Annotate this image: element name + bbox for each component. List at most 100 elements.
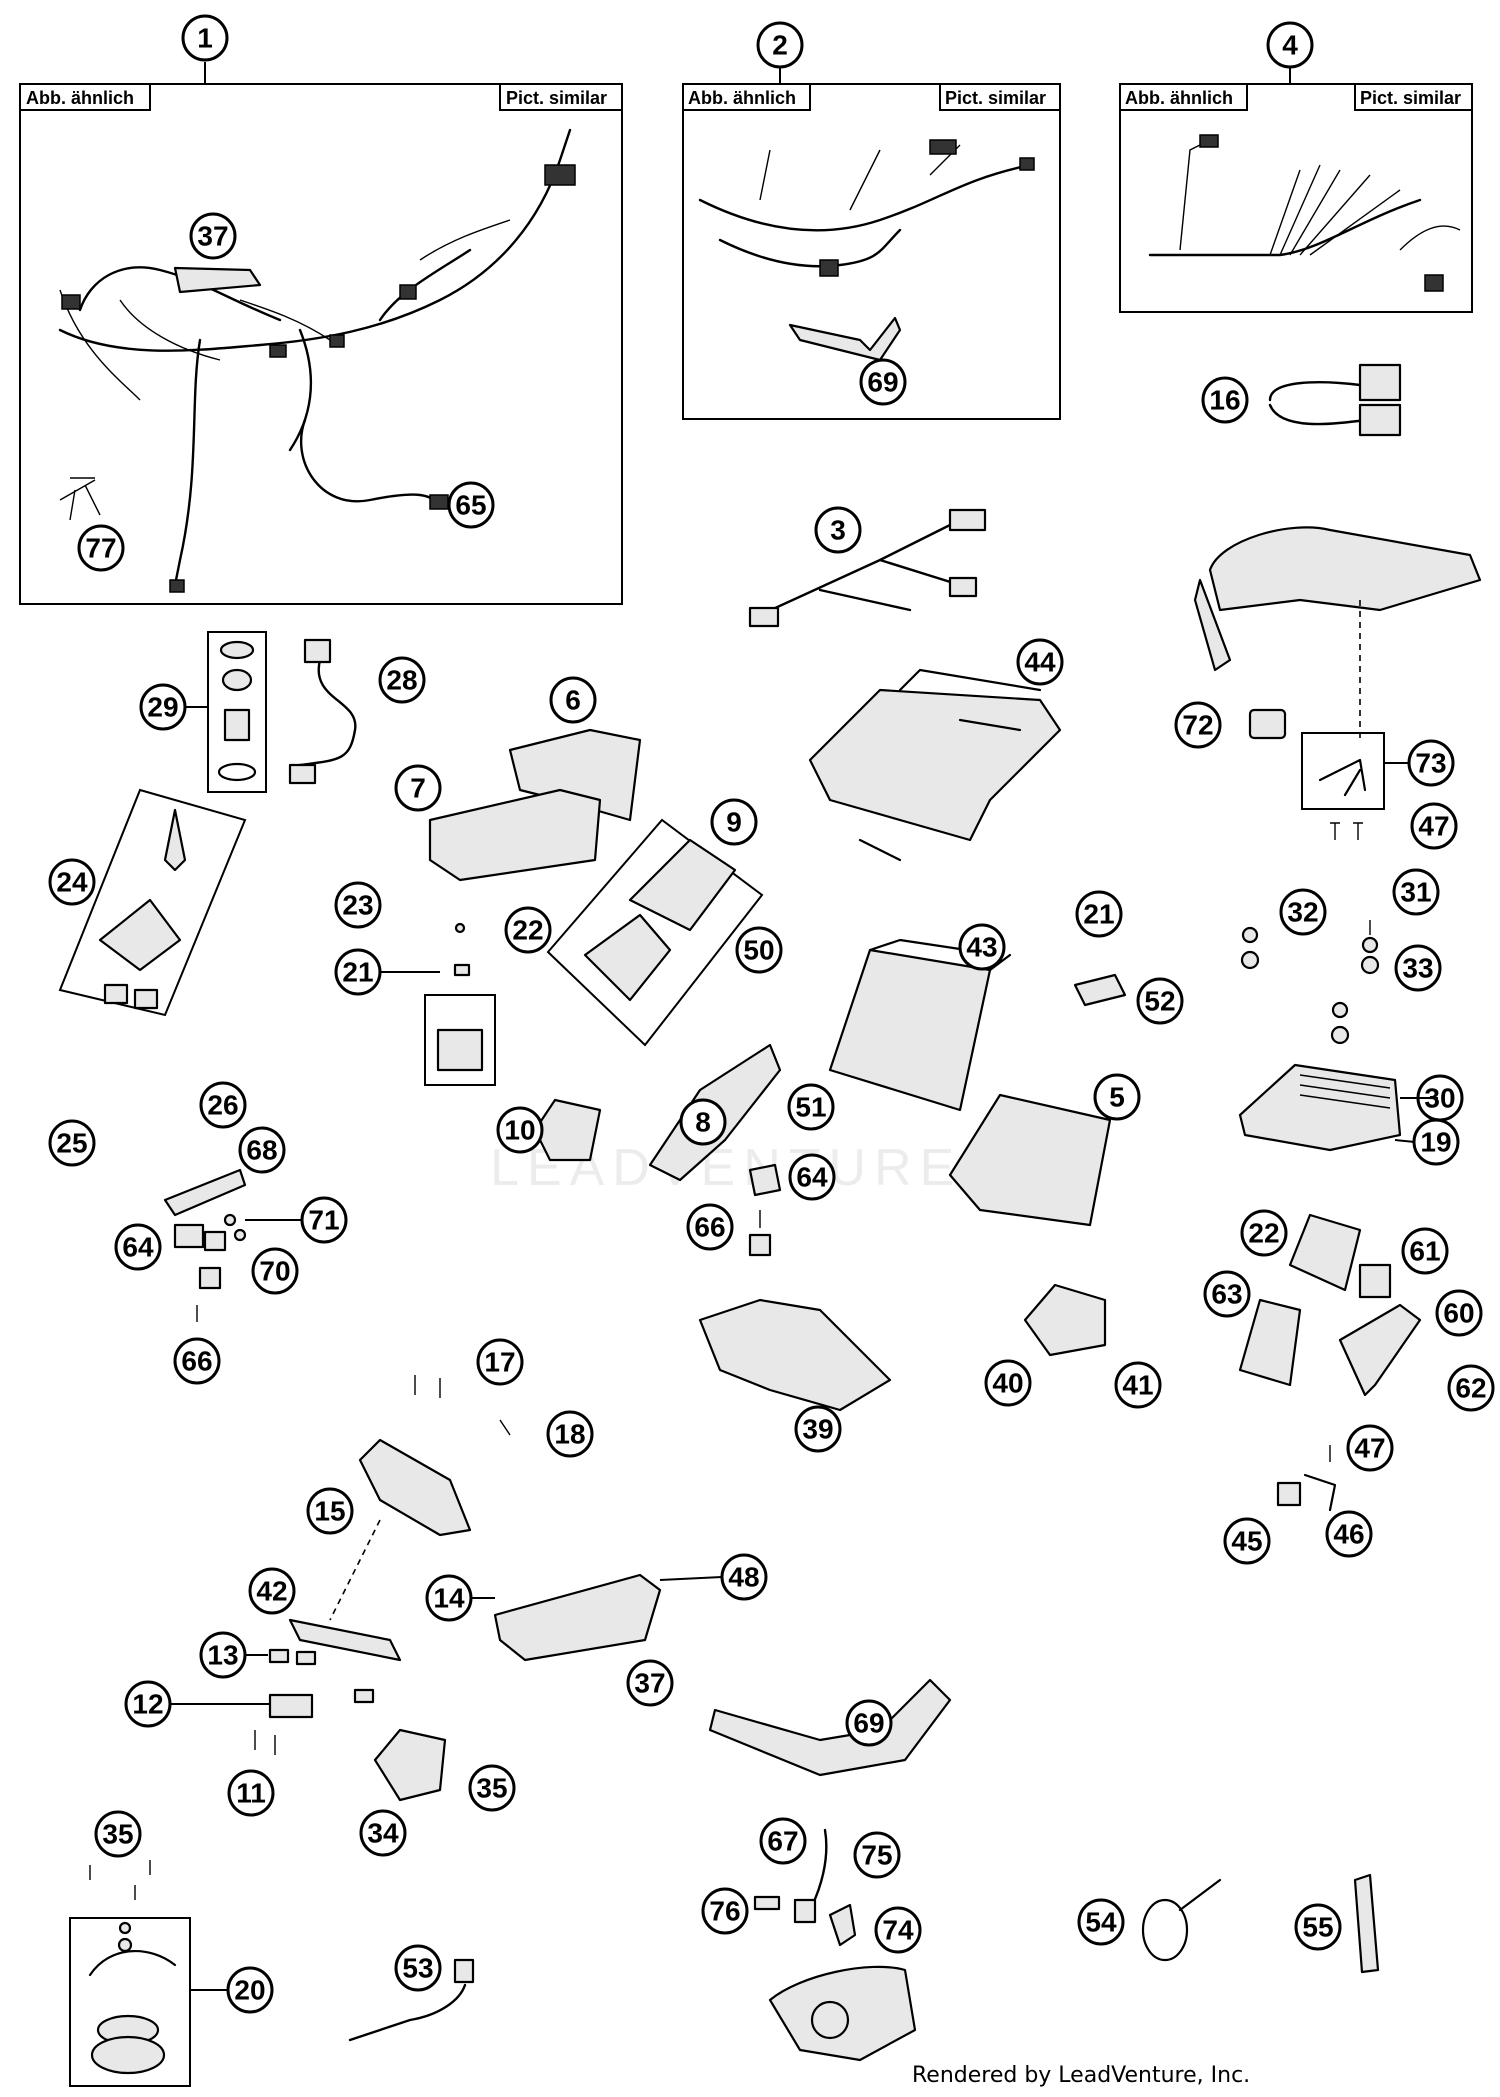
callout-12[interactable]: 12	[124, 1680, 172, 1728]
box4-label-right: Pict. similar	[1360, 88, 1461, 108]
callout-15[interactable]: 15	[306, 1487, 354, 1535]
callout-25[interactable]: 25	[48, 1119, 96, 1167]
callout-5-label: 5	[1109, 1082, 1125, 1113]
callout-43[interactable]: 43	[958, 923, 1006, 971]
callout-29[interactable]: 29	[139, 683, 187, 731]
callout-24[interactable]: 24	[48, 858, 96, 906]
callout-7[interactable]: 7	[394, 764, 442, 812]
callout-23[interactable]: 23	[334, 881, 382, 929]
callout-35-left[interactable]: 35	[94, 1810, 142, 1858]
callout-10[interactable]: 10	[496, 1106, 544, 1154]
credit-text: Rendered by LeadVenture, Inc.	[912, 2063, 1250, 2088]
callout-60-label: 60	[1443, 1298, 1474, 1329]
callout-44[interactable]: 44	[1016, 638, 1064, 686]
callout-71[interactable]: 71	[300, 1196, 348, 1244]
callout-2-label: 2	[772, 30, 788, 61]
callout-29-label: 29	[147, 692, 178, 723]
callout-48[interactable]: 48	[720, 1553, 768, 1601]
callout-76[interactable]: 76	[701, 1887, 749, 1935]
callout-26[interactable]: 26	[199, 1081, 247, 1129]
callout-68[interactable]: 68	[238, 1126, 286, 1174]
callout-22-right[interactable]: 22	[1240, 1209, 1288, 1257]
callout-19[interactable]: 19	[1412, 1118, 1460, 1166]
callout-21-right[interactable]: 21	[1075, 890, 1123, 938]
callout-8[interactable]: 8	[679, 1098, 727, 1146]
callout-52[interactable]: 52	[1136, 977, 1184, 1025]
callout-64-mid[interactable]: 64	[788, 1153, 836, 1201]
callout-6[interactable]: 6	[549, 676, 597, 724]
callout-32[interactable]: 32	[1279, 888, 1327, 936]
callout-5[interactable]: 5	[1093, 1073, 1141, 1121]
callout-25-label: 25	[56, 1128, 87, 1159]
callout-62[interactable]: 62	[1447, 1364, 1495, 1412]
callout-28[interactable]: 28	[378, 656, 426, 704]
callout-69-bottom[interactable]: 69	[845, 1699, 893, 1747]
callout-73[interactable]: 73	[1407, 739, 1455, 787]
callout-39[interactable]: 39	[794, 1405, 842, 1453]
callout-11[interactable]: 11	[227, 1769, 275, 1817]
callout-70[interactable]: 70	[251, 1247, 299, 1295]
callout-45[interactable]: 45	[1223, 1517, 1271, 1565]
callout-74[interactable]: 74	[874, 1906, 922, 1954]
callout-37-top[interactable]: 37	[189, 212, 237, 260]
callout-35-mid[interactable]: 35	[468, 1764, 516, 1812]
callout-60[interactable]: 60	[1435, 1289, 1483, 1337]
callout-24-label: 24	[56, 867, 88, 898]
callout-63[interactable]: 63	[1203, 1270, 1251, 1318]
callout-20[interactable]: 20	[226, 1966, 274, 2014]
callout-14-label: 14	[433, 1583, 465, 1614]
callout-2[interactable]: 2	[756, 21, 804, 69]
callout-75[interactable]: 75	[853, 1831, 901, 1879]
callout-41[interactable]: 41	[1114, 1361, 1162, 1409]
callout-16[interactable]: 16	[1201, 376, 1249, 424]
callout-69-top[interactable]: 69	[859, 358, 907, 406]
callout-33[interactable]: 33	[1394, 944, 1442, 992]
callout-66-mid[interactable]: 66	[686, 1203, 734, 1251]
callout-34[interactable]: 34	[359, 1809, 407, 1857]
callout-47-top[interactable]: 47	[1410, 802, 1458, 850]
callout-53[interactable]: 53	[394, 1944, 442, 1992]
callout-55[interactable]: 55	[1294, 1903, 1342, 1951]
part-22-61-63-60	[1238, 1213, 1422, 1397]
callout-17-label: 17	[484, 1347, 515, 1378]
callout-47-top-label: 47	[1418, 811, 1449, 842]
callout-51[interactable]: 51	[787, 1083, 835, 1131]
callout-14[interactable]: 14	[425, 1574, 473, 1622]
callout-17[interactable]: 17	[476, 1338, 524, 1386]
callout-47-bottom[interactable]: 47	[1346, 1424, 1394, 1472]
callout-4[interactable]: 4	[1266, 21, 1314, 69]
callout-18[interactable]: 18	[546, 1410, 594, 1458]
callout-64-left[interactable]: 64	[114, 1223, 162, 1271]
callout-46[interactable]: 46	[1325, 1510, 1373, 1558]
callout-67[interactable]: 67	[759, 1817, 807, 1865]
callout-35-left-label: 35	[102, 1819, 133, 1850]
box1-label-right: Pict. similar	[506, 88, 607, 108]
callout-50[interactable]: 50	[735, 926, 783, 974]
callout-77-label: 77	[85, 533, 116, 564]
callout-40[interactable]: 40	[984, 1359, 1032, 1407]
callout-1[interactable]: 1	[181, 14, 229, 62]
callout-21-left[interactable]: 21	[334, 948, 382, 996]
part-10-relay	[424, 994, 602, 1162]
callout-9[interactable]: 9	[710, 798, 758, 846]
callout-65[interactable]: 65	[447, 481, 495, 529]
callout-37-bottom[interactable]: 37	[626, 1659, 674, 1707]
callout-31[interactable]: 31	[1392, 868, 1440, 916]
part-67-76-sensor	[753, 1828, 917, 2062]
callout-66-left[interactable]: 66	[173, 1337, 221, 1385]
callout-77[interactable]: 77	[77, 524, 125, 572]
callout-61[interactable]: 61	[1401, 1227, 1449, 1275]
callout-22-mid[interactable]: 22	[504, 906, 552, 954]
box2-label-right: Pict. similar	[945, 88, 1046, 108]
callout-72[interactable]: 72	[1174, 701, 1222, 749]
callout-42[interactable]: 42	[248, 1567, 296, 1615]
callout-42-label: 42	[256, 1576, 287, 1607]
callout-13[interactable]: 13	[199, 1631, 247, 1679]
callout-54[interactable]: 54	[1077, 1898, 1125, 1946]
callout-15-label: 15	[314, 1496, 345, 1527]
callout-35-mid-label: 35	[476, 1773, 507, 1804]
callout-3[interactable]: 3	[814, 506, 862, 554]
callout-61-label: 61	[1409, 1236, 1440, 1267]
harness-box-1: Abb. ähnlich Pict. similar	[19, 62, 623, 605]
